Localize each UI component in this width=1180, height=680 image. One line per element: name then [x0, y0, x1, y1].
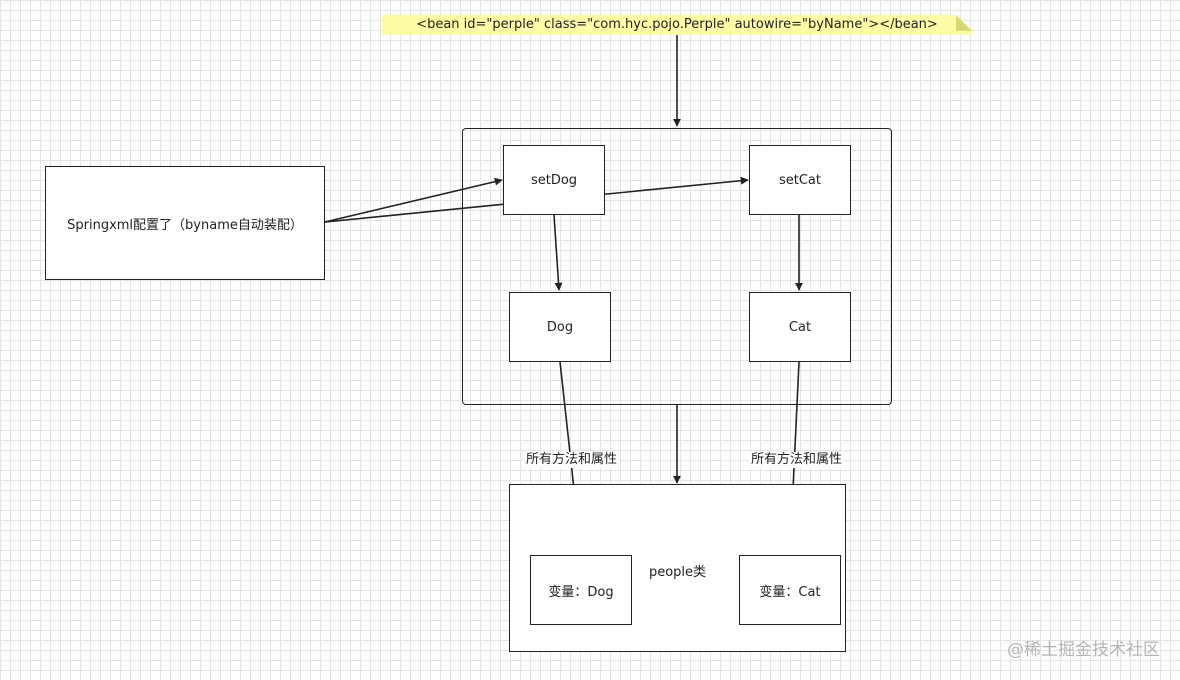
dog-box[interactable]: Dog [509, 292, 611, 362]
var-dog-box[interactable]: 变量：Dog [530, 555, 632, 625]
note-fold [956, 15, 972, 31]
var-cat-box[interactable]: 变量：Cat [739, 555, 841, 625]
setdog-box[interactable]: setDog [503, 145, 605, 215]
edge-label-left: 所有方法和属性 [524, 452, 620, 468]
watermark: @稀土掘金技术社区 [1007, 640, 1160, 660]
people-class-label: people类 [648, 565, 707, 580]
cat-box[interactable]: Cat [749, 292, 851, 362]
bean-config-note: <bean id="perple" class="com.hyc.pojo.Pe… [416, 17, 938, 32]
springxml-box[interactable]: Springxml配置了（byname自动装配） [45, 166, 325, 280]
edge-setdog-to-dog [553, 214, 563, 291]
bean-container[interactable] [462, 128, 892, 405]
setcat-box[interactable]: setCat [749, 145, 851, 215]
note-shape [382, 15, 972, 35]
edge-springxml-to-setdog [324, 177, 503, 223]
edge-label-right: 所有方法和属性 [749, 452, 845, 468]
